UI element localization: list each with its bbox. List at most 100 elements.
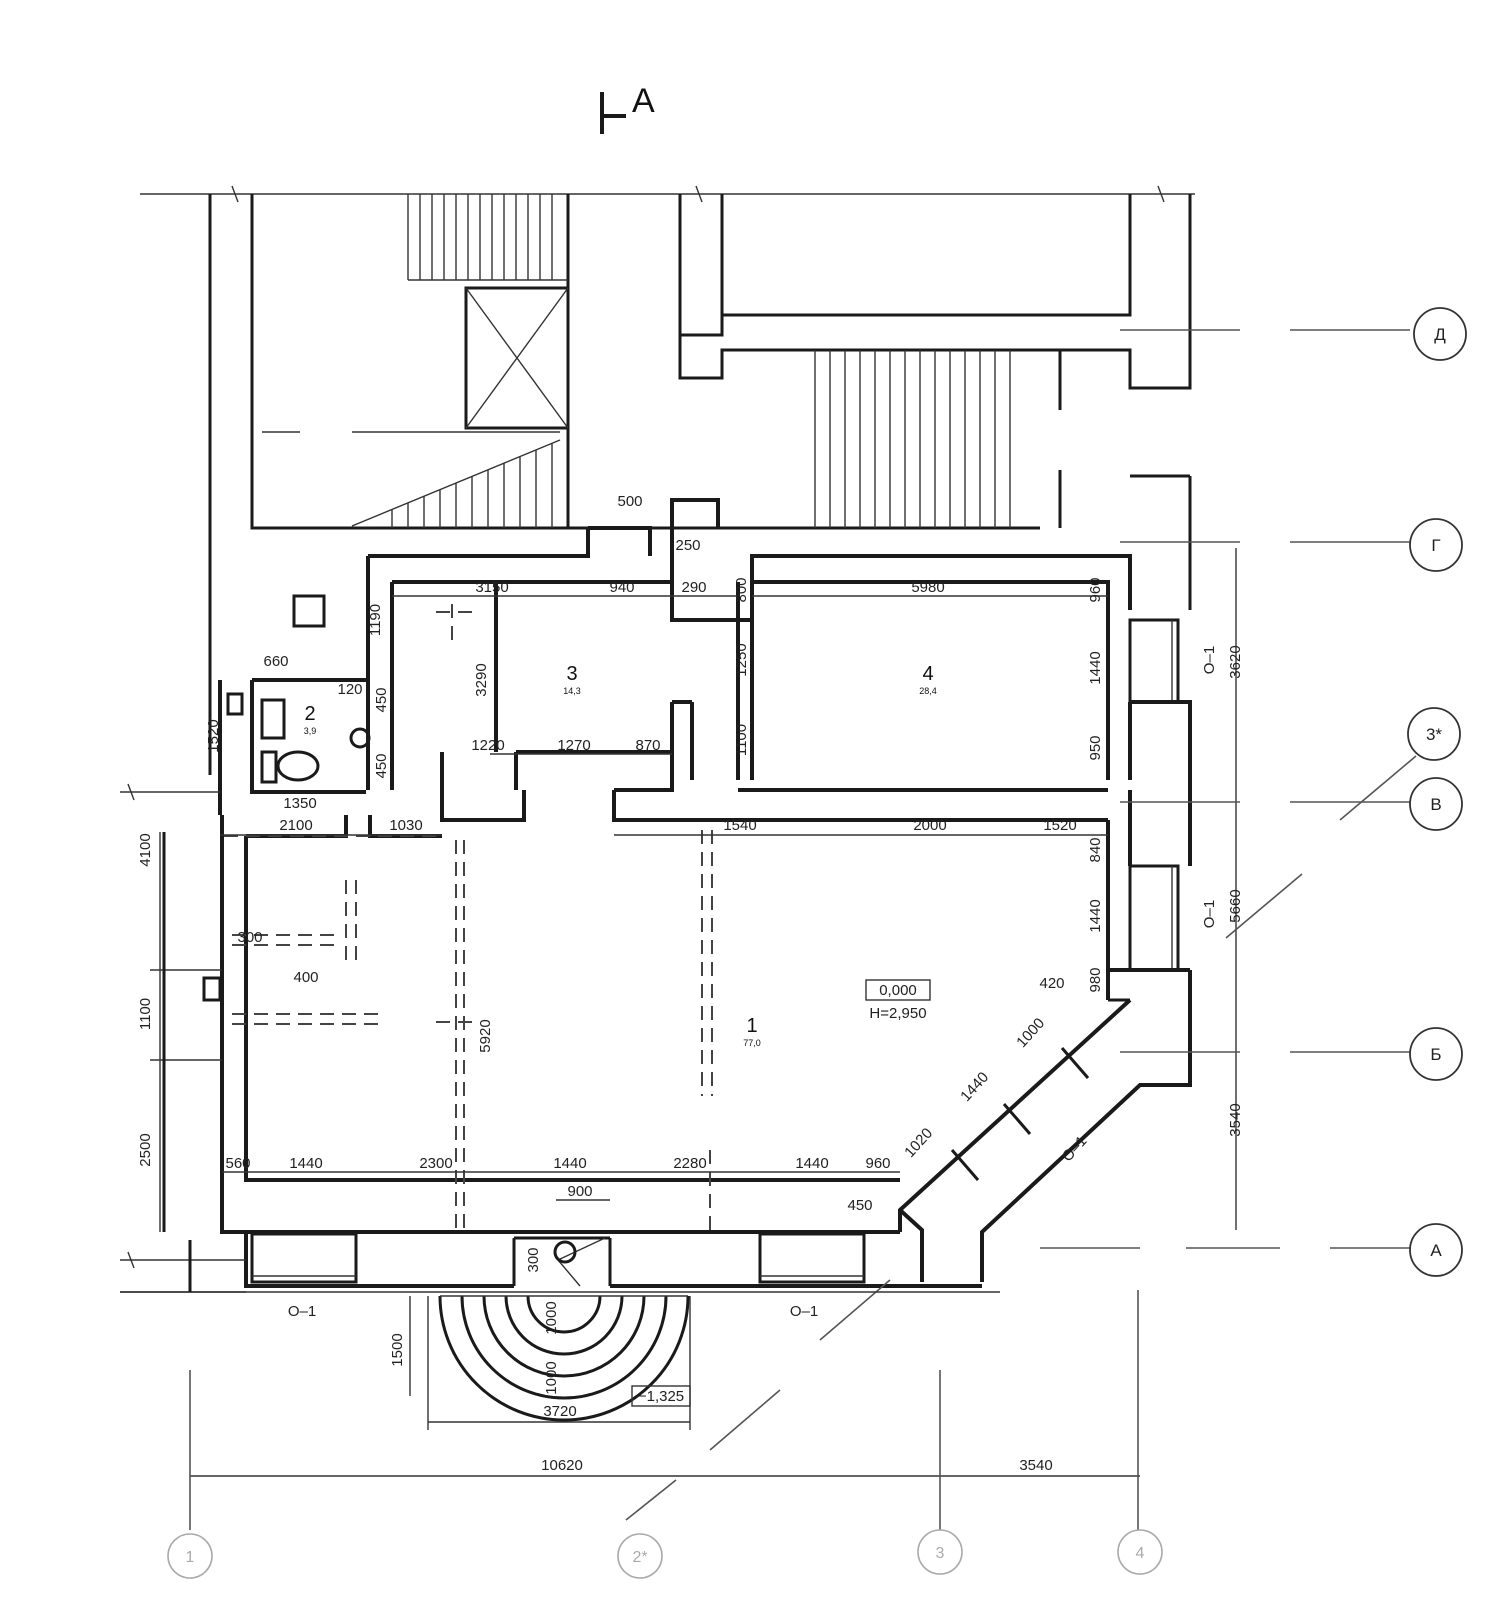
vent-shaft bbox=[292, 594, 326, 628]
room-1-area: 77,0 bbox=[743, 1038, 761, 1048]
room-1-elevation-box bbox=[865, 979, 931, 1001]
porch-elevation: −1,325 bbox=[638, 1388, 684, 1405]
floor-drain-icon bbox=[349, 727, 371, 749]
axis-bubble-A bbox=[1409, 1223, 1463, 1277]
beams bbox=[224, 604, 713, 1232]
dim-3290: 3290 bbox=[473, 663, 490, 696]
window-mark-bottom-right: О–1 bbox=[790, 1303, 818, 1320]
dim-5660: 5660 bbox=[1227, 889, 1244, 922]
dim-900: 900 bbox=[567, 1183, 592, 1200]
section-mark-letter: А bbox=[632, 82, 655, 120]
dim-500: 500 bbox=[617, 493, 642, 510]
window-marks: О–1 О–1 О–1 О–1 О–1 bbox=[288, 646, 1218, 1320]
window-room4 bbox=[1128, 618, 1180, 704]
dim-1190: 1190 bbox=[367, 604, 384, 636]
dim-120: 120 bbox=[337, 681, 362, 698]
dim-5980: 5980 bbox=[911, 579, 944, 596]
dim-3620: 3620 bbox=[1227, 645, 1244, 678]
dim-1250: 1250 bbox=[733, 643, 750, 676]
window-hall-right bbox=[1128, 864, 1180, 972]
axis-bubble-2star bbox=[617, 1533, 663, 1579]
dim-2280: 2280 bbox=[673, 1155, 706, 1172]
axis-label-G: Г bbox=[1431, 536, 1440, 555]
column-axes: 1 2* 3 4 bbox=[167, 1290, 1163, 1579]
axis-label-V: В bbox=[1430, 795, 1441, 814]
dim-950: 950 bbox=[1087, 735, 1104, 760]
axis-label-3: 3 bbox=[936, 1545, 945, 1562]
dim-450-a: 450 bbox=[373, 687, 390, 712]
stair-flight-lower bbox=[351, 439, 561, 528]
dim-1350: 1350 bbox=[283, 795, 316, 812]
dim-5920: 5920 bbox=[477, 1019, 494, 1052]
dim-1440-c: 1440 bbox=[553, 1155, 586, 1172]
dim-1440: 1440 bbox=[1087, 651, 1104, 684]
dim-3540-b: 3540 bbox=[1019, 1457, 1052, 1474]
top-boundary bbox=[140, 185, 1195, 203]
dim-1020: 1020 bbox=[901, 1125, 936, 1161]
dimension-texts: 3150 940 290 5980 500 250 3290 1220 1270… bbox=[137, 493, 1244, 1474]
dim-1440-e: 1440 bbox=[1087, 899, 1104, 932]
porch-elevation-box bbox=[631, 1385, 691, 1407]
axis-bubble-4 bbox=[1117, 1529, 1163, 1575]
section-mark: А bbox=[600, 82, 655, 134]
dim-450-b: 450 bbox=[373, 753, 390, 778]
dim-1000: 1000 bbox=[1013, 1015, 1048, 1051]
dim-940: 940 bbox=[609, 579, 634, 596]
dim-1440-a: 1440 bbox=[289, 1155, 322, 1172]
axis-bubble-D bbox=[1413, 307, 1467, 361]
dim-10620: 10620 bbox=[541, 1457, 583, 1474]
axis-bubble-V bbox=[1409, 777, 1463, 831]
room-2-area: 3,9 bbox=[304, 726, 317, 736]
dim-300-b: 300 bbox=[525, 1247, 542, 1272]
window-bottom-left bbox=[250, 1232, 358, 1284]
axis-label-D: Д bbox=[1434, 325, 1446, 344]
dim-2300: 2300 bbox=[419, 1155, 452, 1172]
toilet-icon bbox=[276, 750, 320, 782]
room-2-number: 2 bbox=[304, 703, 315, 725]
upper-building bbox=[208, 194, 1192, 775]
axis-label-4: 4 bbox=[1136, 1545, 1145, 1562]
dim-3150: 3150 bbox=[475, 579, 508, 596]
axis-bubble-B bbox=[1409, 1027, 1463, 1081]
window-mark-bottom-left: О–1 bbox=[288, 1303, 316, 1320]
dim-1000-a: 1000 bbox=[543, 1301, 560, 1334]
dim-1540: 1540 bbox=[723, 817, 756, 834]
axis-bubble-3star bbox=[1407, 707, 1461, 761]
dim-660: 660 bbox=[263, 653, 288, 670]
axis-bubble-3 bbox=[917, 1529, 963, 1575]
dimension-lines bbox=[150, 548, 1237, 1477]
dim-1270: 1270 bbox=[557, 737, 590, 754]
dim-3540: 3540 bbox=[1227, 1103, 1244, 1136]
dim-1520: 1520 bbox=[205, 719, 222, 752]
axis-bubble-G bbox=[1409, 518, 1463, 572]
dim-290: 290 bbox=[681, 579, 706, 596]
room-1-height: H=2,950 bbox=[869, 1005, 926, 1022]
dim-1520-b: 1520 bbox=[1043, 817, 1076, 834]
axis-bubble-1 bbox=[167, 1533, 213, 1579]
room-3-number: 3 bbox=[566, 663, 577, 685]
dim-1220: 1220 bbox=[471, 737, 504, 754]
dim-980: 980 bbox=[1087, 967, 1104, 992]
dim-3720: 3720 bbox=[543, 1403, 576, 1420]
stair-flight-right bbox=[814, 350, 1011, 528]
window-mark-room4: О–1 bbox=[1201, 646, 1218, 674]
dim-250: 250 bbox=[675, 537, 700, 554]
dim-400: 400 bbox=[293, 969, 318, 986]
dim-2000: 2000 bbox=[913, 817, 946, 834]
premises-walls bbox=[218, 498, 1192, 1288]
dim-420: 420 bbox=[1039, 975, 1064, 992]
room-labels: 1 77,0 0,000 H=2,950 2 3,9 3 14,3 4 28,4 bbox=[304, 663, 937, 1048]
dim-960: 960 bbox=[1087, 577, 1104, 602]
window-bottom-right bbox=[758, 1232, 866, 1284]
window-mark-hall: О–1 bbox=[1201, 900, 1218, 928]
dim-800: 800 bbox=[733, 577, 750, 602]
axis-label-2star: 2* bbox=[632, 1549, 647, 1566]
room2-fixtures bbox=[202, 692, 371, 1002]
axis-label-B: Б bbox=[1430, 1045, 1441, 1064]
dim-960-b: 960 bbox=[865, 1155, 890, 1172]
dim-2100: 2100 bbox=[279, 817, 312, 834]
dim-2500: 2500 bbox=[137, 1133, 154, 1166]
row-axes: Д Г 3* В Б А bbox=[625, 307, 1467, 1521]
dim-4100: 4100 bbox=[137, 833, 154, 866]
